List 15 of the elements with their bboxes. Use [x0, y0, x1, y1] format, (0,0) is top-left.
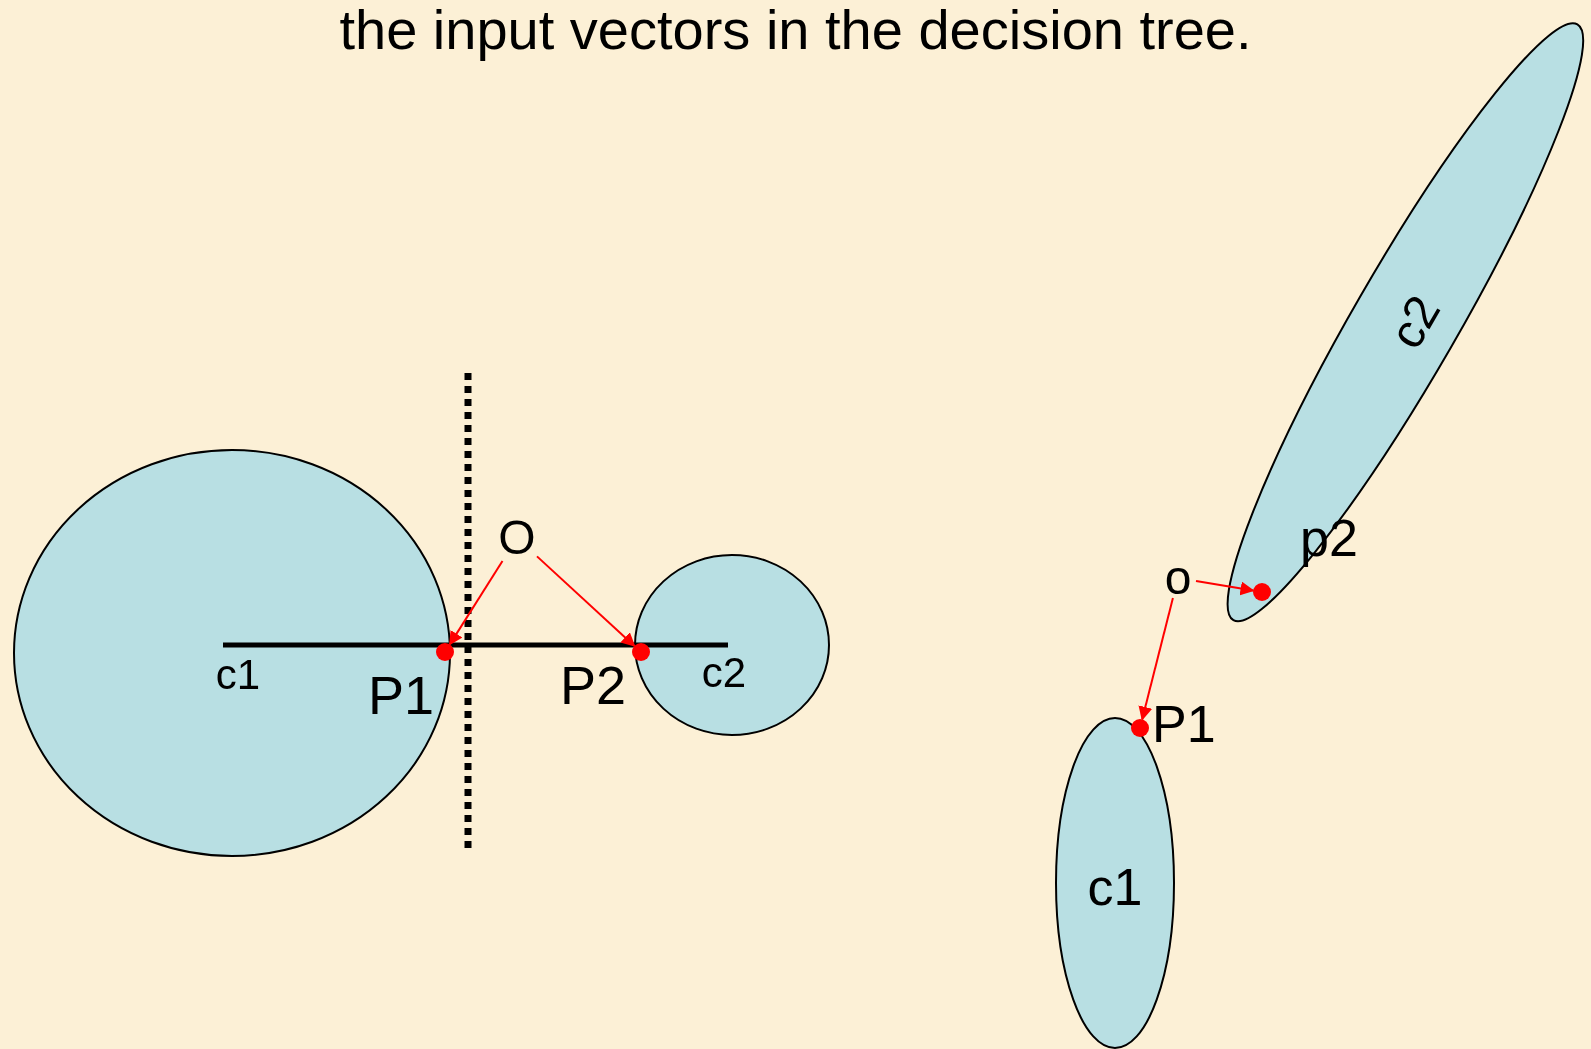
arrow	[536, 555, 636, 647]
origin-label: o	[1164, 554, 1192, 602]
origin-label: O	[498, 514, 536, 562]
cluster-label: c1	[215, 654, 261, 696]
point-label: P1	[1152, 698, 1216, 750]
cluster-label: c1	[1087, 861, 1143, 913]
arrow	[1138, 597, 1174, 721]
point-dot	[1131, 719, 1149, 737]
arrow	[448, 560, 504, 646]
point-label: P2	[560, 658, 627, 712]
cluster-label: c2	[1381, 288, 1449, 356]
cluster-label: c2	[701, 652, 747, 694]
connecting-line	[223, 642, 728, 648]
arrow	[1195, 580, 1255, 596]
point-label: P1	[368, 668, 435, 722]
